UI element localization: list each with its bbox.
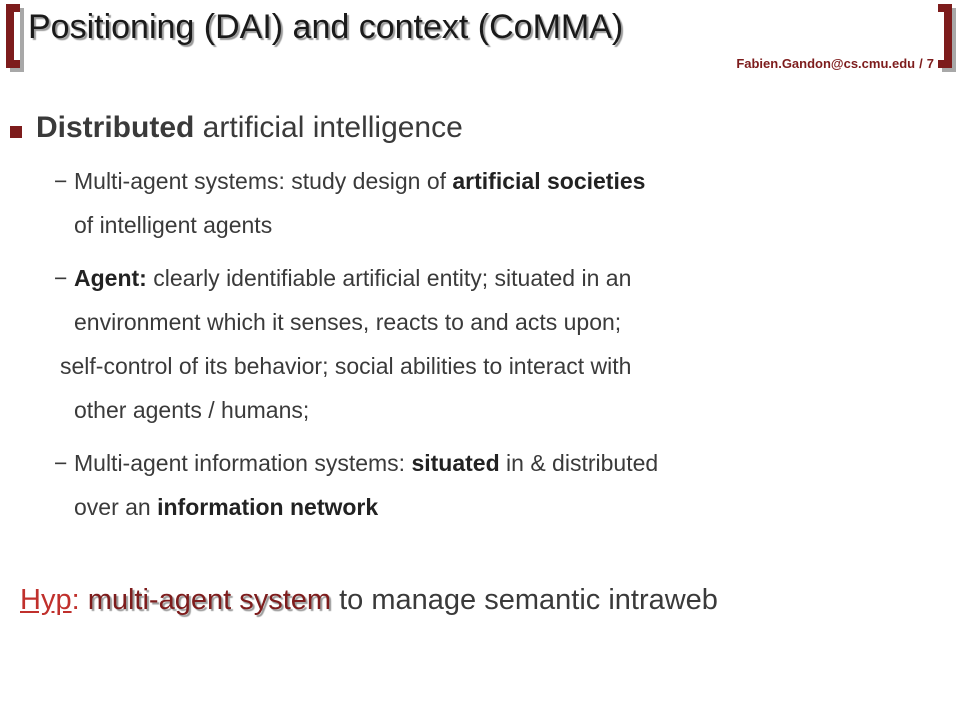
hypothesis-line: Hyp: multi-agent system to manage semant… (20, 584, 718, 617)
dash-icon: − (54, 168, 68, 194)
subitem-line: −Agent: clearly identifiable artificial … (54, 256, 934, 300)
hypothesis-keyword: multi-agent system (79, 584, 332, 616)
subitem-line: −Multi-agent information systems: situat… (54, 441, 934, 485)
subitem-text: over an (74, 494, 158, 520)
page-number: 7 (926, 56, 934, 71)
subitem-continuation: self-control of its behavior; social abi… (60, 353, 632, 379)
main-bullet-bold: Distributed (36, 111, 195, 144)
subitem-text: Multi-agent systems: study design of (74, 168, 453, 194)
subitem-continuation: of intelligent agents (74, 212, 273, 238)
subitem-continuation: other agents / humans; (74, 397, 310, 423)
square-bullet-icon (10, 126, 22, 138)
subitem-bold: Agent: (74, 265, 147, 291)
slide-title: Positioning (DAI) and context (CoMMA) (28, 8, 624, 46)
subitem-bold: artificial societies (452, 168, 646, 194)
subitem-continuation: environment which it senses, reacts to a… (74, 309, 622, 335)
slide-reference: Fabien.Gandon@cs.cmu.edu/7 (736, 56, 934, 71)
title-bracket-right (938, 4, 952, 68)
main-bullet-text: artificial intelligence (194, 111, 463, 144)
subitem-multi-agent-systems: −Multi-agent systems: study design of ar… (54, 159, 934, 247)
subitem-line: −Multi-agent systems: study design of ar… (54, 159, 934, 203)
hypothesis-colon: : (71, 584, 80, 616)
author-email: Fabien.Gandon@cs.cmu.edu (736, 56, 916, 71)
subitem-continuation: over an information network (54, 485, 934, 529)
page-separator: / (919, 56, 923, 71)
title-bracket-left (6, 4, 20, 68)
subitem-bold: situated (411, 450, 500, 476)
dash-icon: − (54, 450, 68, 476)
subitem-text: clearly identifiable artificial entity; … (146, 265, 632, 291)
main-bullet: Distributed artificial intelligence (36, 111, 463, 145)
hypothesis-label: Hyp (20, 584, 72, 616)
dash-icon: − (54, 265, 68, 291)
hypothesis-text: to manage semantic intraweb (331, 584, 718, 616)
subitem-information-systems: −Multi-agent information systems: situat… (54, 441, 934, 529)
subitem-agent-definition: −Agent: clearly identifiable artificial … (54, 256, 934, 432)
subitem-text: in & distributed (499, 450, 659, 476)
subitem-bold: information network (157, 494, 379, 520)
subitem-text: Multi-agent information systems: (74, 450, 412, 476)
